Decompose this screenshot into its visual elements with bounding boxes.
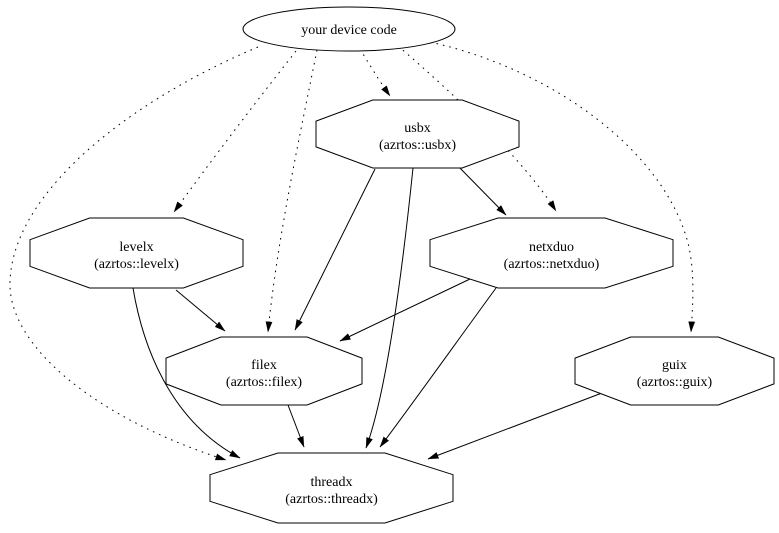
edge-netxduo-threadx <box>379 287 497 448</box>
node-levelx: levelx(azrtos::levelx) <box>29 217 244 289</box>
node-netxduo: netxduo(azrtos::netxduo) <box>429 217 674 289</box>
edge-filex-threadx <box>287 404 305 448</box>
node-device: your device code <box>242 6 456 52</box>
node-usbx-label: usbx <box>404 121 430 136</box>
guix-octagon-shape <box>574 336 775 406</box>
node-guix: guix(azrtos::guix) <box>574 336 775 406</box>
edge-netxduo-filex <box>339 278 471 342</box>
node-filex: filex(azrtos::filex) <box>165 336 363 406</box>
node-levelx-label: levelx <box>119 240 153 255</box>
edge-guix-threadx <box>427 392 603 460</box>
node-usbx: usbx(azrtos::usbx) <box>315 99 520 169</box>
edge-device-usbx <box>359 48 391 97</box>
netxduo-octagon-shape <box>429 217 674 289</box>
node-usbx-sublabel: (azrtos::usbx) <box>379 138 456 153</box>
edge-device-filex <box>265 49 318 333</box>
node-device-label: your device code <box>301 23 397 38</box>
node-guix-label: guix <box>662 358 687 373</box>
node-threadx-label: threadx <box>311 475 353 490</box>
node-filex-sublabel: (azrtos::filex) <box>226 375 303 390</box>
device-ellipse-shape <box>242 6 456 52</box>
edge-device-levelx <box>173 45 301 213</box>
nodes-layer: your device codeusbx(azrtos::usbx)levelx… <box>29 6 775 524</box>
usbx-octagon-shape <box>315 99 520 169</box>
node-netxduo-label: netxduo <box>529 240 574 255</box>
threadx-octagon-shape <box>209 452 454 524</box>
node-filex-label: filex <box>251 358 277 373</box>
edge-levelx-threadx <box>132 287 241 459</box>
node-threadx-sublabel: (azrtos::threadx) <box>285 492 378 507</box>
node-guix-sublabel: (azrtos::guix) <box>637 375 713 390</box>
node-threadx: threadx(azrtos::threadx) <box>209 452 454 524</box>
edge-usbx-threadx <box>365 167 414 449</box>
levelx-octagon-shape <box>29 217 244 289</box>
edge-usbx-netxduo <box>454 162 507 216</box>
edges-layer <box>9 41 696 461</box>
edge-device-threadx <box>9 46 259 461</box>
edge-usbx-filex <box>294 168 376 331</box>
edge-levelx-filex <box>175 289 226 332</box>
node-netxduo-sublabel: (azrtos::netxduo) <box>504 257 600 272</box>
node-levelx-sublabel: (azrtos::levelx) <box>94 257 179 272</box>
filex-octagon-shape <box>165 336 363 406</box>
